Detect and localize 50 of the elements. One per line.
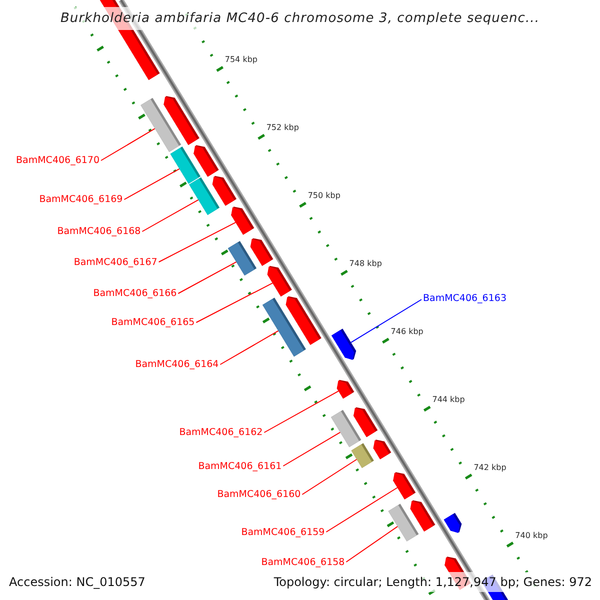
gene-block <box>332 328 356 360</box>
tick-label: 748 kbp <box>349 258 382 269</box>
leader-line <box>302 458 358 495</box>
leader-line <box>264 390 339 433</box>
gene-label: BamMC406_6162 <box>179 427 263 438</box>
tick-label: 740 kbp <box>515 530 548 541</box>
gene-label: BamMC406_6169 <box>39 194 123 205</box>
gene-block <box>354 407 378 438</box>
gene-label: BamMC406_6170 <box>16 155 100 166</box>
gene-bar <box>351 443 374 468</box>
tick-label: 754 kbp <box>224 54 258 65</box>
leader-line <box>326 487 398 532</box>
tick-label: 746 kbp <box>390 326 424 337</box>
gene-label: BamMC406_6158 <box>261 556 345 568</box>
leader-line <box>158 222 236 262</box>
gene-block <box>373 440 392 460</box>
tick-label: 750 kbp <box>308 190 340 201</box>
genome-summary-text: Topology: circular; Length: 1,127,947 bp; Genes: 972 <box>272 572 594 592</box>
gene-label: BamMC406_6168 <box>57 226 141 237</box>
gene-label: BamMC406_6159 <box>241 526 325 538</box>
leader-line <box>142 199 199 232</box>
gene-label: BamMC406_6163 <box>423 292 506 304</box>
leader-line <box>346 526 398 562</box>
leader-line <box>100 128 156 161</box>
gene-block <box>164 96 200 145</box>
gene-block <box>231 206 254 235</box>
tick-label: 742 kbp <box>474 462 506 473</box>
gene-block <box>286 296 322 345</box>
gene-label: BamMC406_6165 <box>111 317 195 328</box>
gene-block <box>393 472 416 500</box>
leader-line <box>178 262 237 294</box>
gene-label: BamMC406_6161 <box>198 460 282 472</box>
gene-label: BamMC406_6166 <box>93 288 177 299</box>
gene-label: BamMC406_6164 <box>135 359 219 370</box>
leader-line <box>220 330 279 365</box>
tick-label: 752 kbp <box>266 122 299 133</box>
gene-label: BamMC406_6160 <box>217 489 301 500</box>
gene-block <box>336 380 354 399</box>
gene-block <box>267 266 292 297</box>
leader-line <box>124 168 180 200</box>
tick-label: 744 kbp <box>432 394 465 405</box>
leader-line <box>350 299 422 343</box>
gene-label: BamMC406_6167 <box>74 256 158 268</box>
gene-block <box>250 238 274 266</box>
gene-block <box>212 176 237 206</box>
gene-block <box>194 145 219 177</box>
leader-line <box>196 282 274 323</box>
gene-block <box>410 500 436 532</box>
leader-line <box>282 432 341 466</box>
gene-block <box>444 512 462 534</box>
